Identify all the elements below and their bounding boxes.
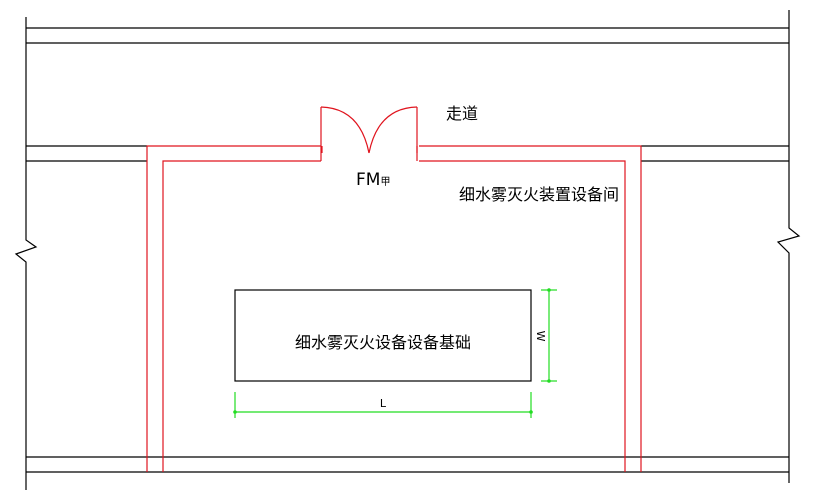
room-inner-wall: [162, 160, 321, 472]
equipment-base-rect: [234, 289, 532, 382]
room-outer-wall: [146, 145, 321, 472]
dimension-tick: [547, 379, 551, 383]
dimension-tick: [547, 288, 551, 292]
length-dimension-label: L: [380, 397, 387, 410]
room-name-label: 细水雾灭火装置设备间: [459, 185, 619, 204]
room-outer-wall: [419, 145, 642, 472]
left-boundary-line: [14, 17, 38, 490]
right-boundary-line: [776, 10, 801, 483]
door-swing-arc-left: [320, 106, 370, 154]
dimension-tick: [529, 410, 533, 414]
door-grade: 甲: [380, 177, 390, 188]
width-dimension-label: W: [534, 331, 547, 342]
door-label: FM甲: [356, 170, 390, 190]
equipment-base-label: 细水雾灭火设备设备基础: [295, 333, 471, 352]
door-code: FM: [356, 170, 380, 190]
dimension-tick: [233, 410, 237, 414]
door-swing-arc-right: [368, 106, 418, 154]
corridor-label: 走道: [446, 104, 478, 123]
room-inner-wall: [419, 160, 626, 472]
